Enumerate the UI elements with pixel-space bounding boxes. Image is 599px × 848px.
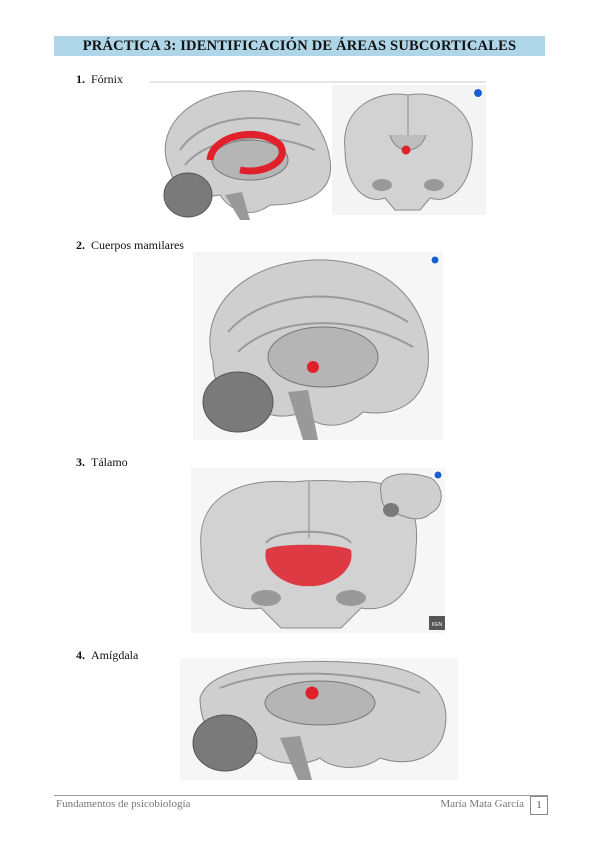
item-label: Tálamo [91, 455, 128, 469]
page-number: 1 [530, 796, 548, 815]
list-item-amigdala: 4. Amígdala [76, 648, 138, 663]
fornix-figure [150, 81, 486, 220]
list-item-cuerpos-mamilares: 2. Cuerpos mamilares [76, 238, 184, 253]
info-badge-icon [473, 88, 483, 98]
thalamus-highlight [265, 544, 352, 587]
amygdala-highlight [305, 686, 319, 700]
watermark-text: KEN [432, 622, 443, 628]
item-number: 2. [76, 238, 85, 252]
info-badge-icon [433, 470, 443, 480]
item-label: Fórnix [91, 72, 124, 86]
item-label: Amígdala [91, 648, 139, 662]
thalamus-figure: KEN [191, 468, 445, 633]
amygdala-figure [180, 658, 458, 780]
page-title: PRÁCTICA 3: IDENTIFICACIÓN DE ÁREAS SUBC… [54, 36, 545, 56]
page-footer: Fundamentos de psicobiología María Mata … [54, 795, 548, 815]
item-number: 4. [76, 648, 85, 662]
mamillary-highlight [307, 361, 319, 373]
info-badge-icon [430, 255, 440, 265]
item-number: 3. [76, 455, 85, 469]
list-item-fornix: 1. Fórnix [76, 72, 123, 87]
fornix-highlight [206, 130, 286, 175]
sagittal-brain-image [163, 90, 332, 220]
watermark-box [429, 616, 445, 630]
item-number: 1. [76, 72, 85, 86]
footer-author: María Mata García [440, 798, 524, 810]
inset-sagittal-image [380, 473, 442, 520]
footer-course: Fundamentos de psicobiología [56, 798, 191, 810]
mamillary-figure [193, 252, 443, 440]
list-item-talamo: 3. Tálamo [76, 455, 128, 470]
item-label: Cuerpos mamilares [91, 238, 184, 252]
coronal-brain-image [332, 85, 486, 215]
